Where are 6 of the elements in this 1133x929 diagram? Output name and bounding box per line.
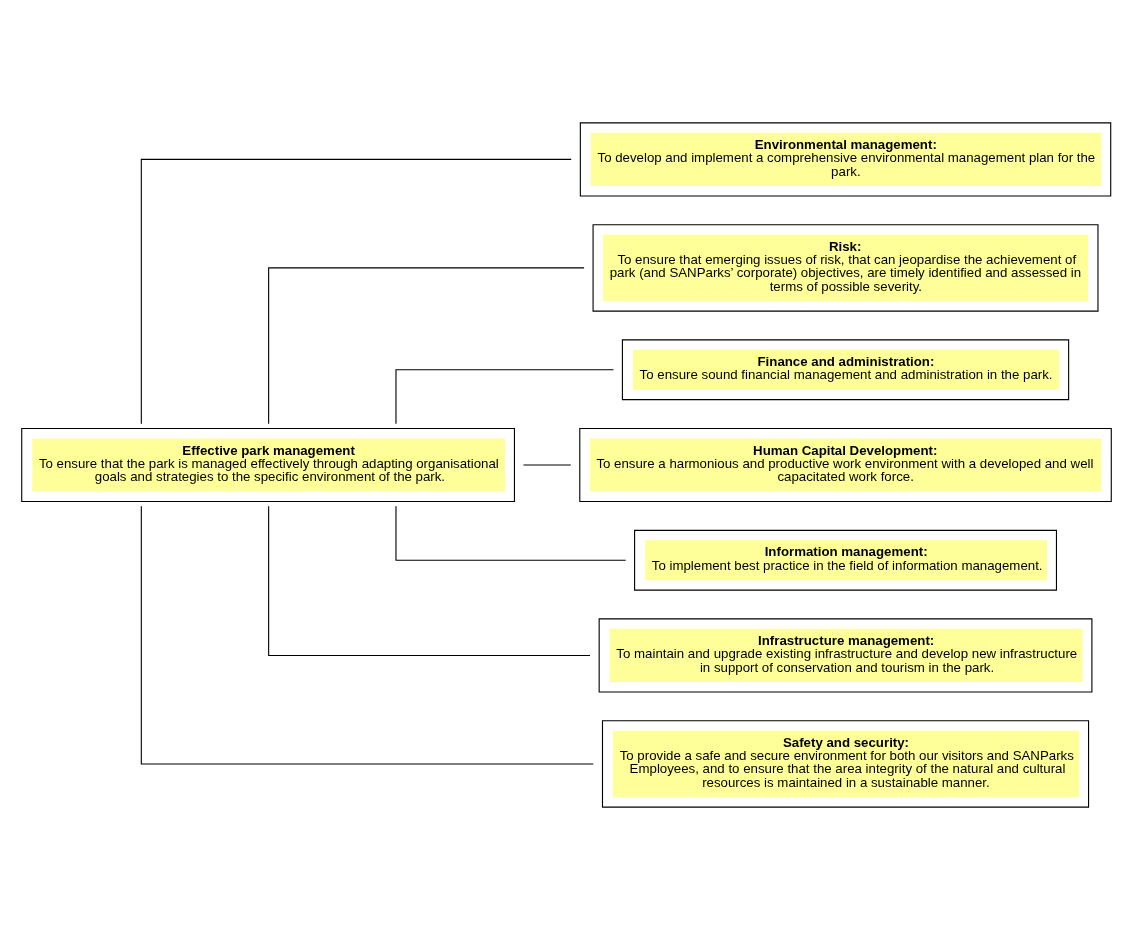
connector	[268, 266, 585, 424]
connector	[140, 158, 572, 424]
connector	[140, 505, 594, 764]
connector	[395, 368, 615, 424]
connector	[395, 505, 627, 561]
connector	[268, 505, 591, 656]
